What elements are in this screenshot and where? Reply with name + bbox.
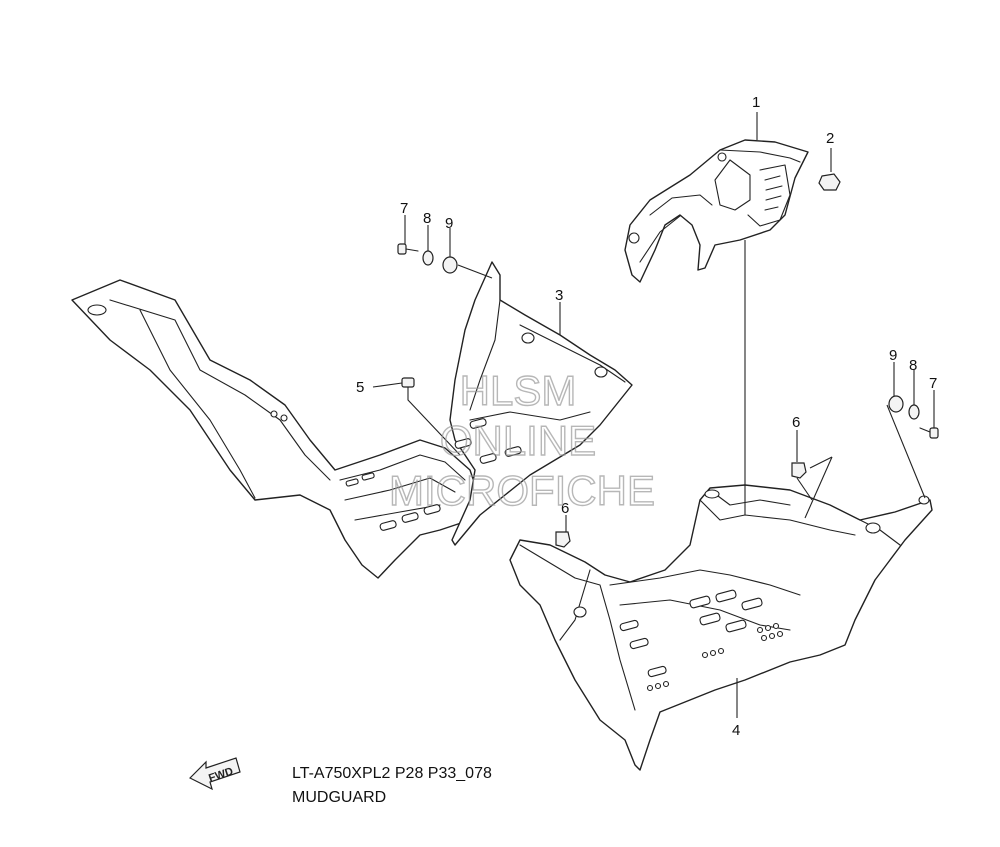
- watermark-line-3: MICROFICHE: [389, 467, 655, 514]
- callout-7-left: 7: [400, 200, 408, 217]
- callout-6-lower: 6: [561, 500, 569, 517]
- watermark-line-2: ONLINE: [440, 417, 596, 464]
- callout-8-left: 8: [423, 210, 431, 227]
- callout-8-right: 8: [909, 357, 917, 374]
- leader-lines: [372, 112, 935, 718]
- left-mudguard-part: [71, 279, 481, 579]
- front-direction-arrow: FWD: [188, 757, 241, 791]
- model-code: LT-A750XPL2 P28 P33_078: [292, 765, 492, 782]
- bolt-part-5: [401, 377, 415, 401]
- watermark-line-1: HLSM: [460, 367, 577, 414]
- washer-part-8-right: [908, 404, 920, 420]
- inner-panel-part-3: [449, 261, 633, 546]
- right-footrest-slots: [619, 589, 763, 678]
- callout-7-right: 7: [929, 375, 937, 392]
- bolt-part-7-left: [397, 243, 419, 255]
- clip-part-6-lower: [555, 531, 571, 548]
- upper-cover-part-1: [624, 139, 809, 283]
- nut-part-2: [818, 173, 841, 191]
- callout-3: 3: [555, 287, 563, 304]
- bolt-part-7-right: [919, 427, 939, 439]
- clip-part-6-center: [791, 462, 807, 479]
- washer-part-8-left: [422, 250, 434, 266]
- right-mudguard-part-4: [509, 484, 933, 771]
- callout-labels: 1 2 3 4 5 6 6 7 8 9 9 8 7: [356, 94, 937, 739]
- callout-1: 1: [752, 94, 760, 111]
- callout-2: 2: [826, 130, 834, 147]
- panel-3-slots: [454, 418, 522, 464]
- grommet-part-9-right: [888, 395, 904, 413]
- fastener-set-right: [888, 395, 939, 439]
- callout-4: 4: [732, 722, 740, 739]
- callout-9-left: 9: [445, 215, 453, 232]
- right-footrest-dots: [646, 622, 784, 692]
- callout-9-right: 9: [889, 347, 897, 364]
- callout-5: 5: [356, 379, 364, 396]
- grommet-part-9-left: [442, 256, 458, 274]
- section-title: MUDGUARD: [292, 789, 387, 806]
- watermark: HLSM ONLINE MICROFICHE: [388, 366, 655, 514]
- diagram-caption: LT-A750XPL2 P28 P33_078 MUDGUARD: [292, 762, 492, 810]
- left-footrest-slots: [270, 410, 441, 531]
- fastener-set-left: [397, 243, 458, 274]
- callout-6-center: 6: [792, 414, 800, 431]
